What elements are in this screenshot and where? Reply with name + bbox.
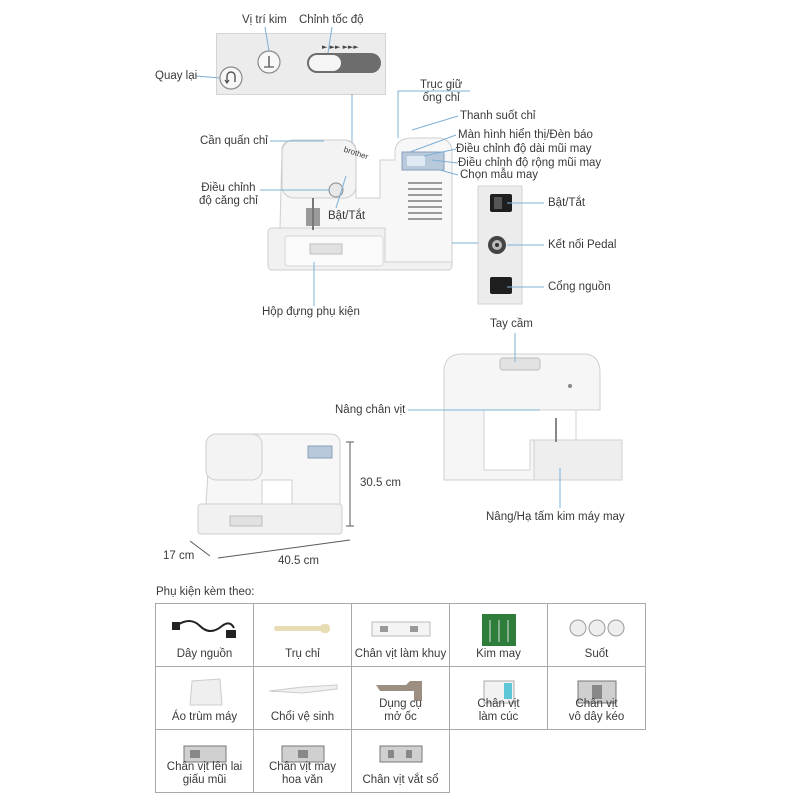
satin-foot-icon [268, 738, 338, 775]
bobbin-icon [562, 612, 632, 649]
accessory-label: Áo trùm máy [171, 711, 238, 723]
display-label: Màn hình hiển thị/Đèn báo [458, 129, 593, 141]
speed-control-label: Chỉnh tốc độ [299, 14, 364, 26]
power-port-label: Cổng nguồn [548, 281, 611, 293]
machine-leaders [260, 90, 544, 306]
accessory-item: Dụng cụ mở ốc [351, 666, 450, 730]
accessory-label: Kim may [476, 648, 521, 660]
needle-position-label: Vị trí kim [242, 14, 287, 26]
accessory-label: Chân vịt lên lai giấu mũi [166, 761, 243, 786]
sewing-machine-rear [443, 353, 623, 481]
accessory-label: Dụng cụ mở ốc [379, 698, 422, 723]
sewing-machine-dimension [197, 433, 343, 535]
accessory-label: Chân vịt vắt sổ [362, 774, 439, 786]
accessory-label: Dây nguồn [176, 648, 233, 660]
dimension-lines [189, 441, 354, 559]
thread-guide-label: Thanh suốt chỉ [460, 110, 536, 122]
handle-label: Tay cầm [490, 318, 533, 330]
stitch-width-label: Điều chỉnh độ rộng mũi may [458, 157, 602, 169]
bobbin-winder-label: Cần quấn chỉ [200, 135, 268, 147]
blind-hem-foot-icon [170, 738, 240, 775]
width-dimension: 40.5 cm [278, 555, 319, 567]
accessory-label: Trụ chỉ [285, 648, 320, 660]
accessory-item: Chổi vệ sinh [253, 666, 352, 730]
svg-text:► ►► ►►►: ► ►► ►►► [322, 43, 359, 51]
accessory-label: Chân vịt may hoa văn [268, 761, 337, 786]
spool-pin-label: Trục giữ ống chỉ [420, 79, 463, 104]
accessory-item: Chân vịt lên lai giấu mũi [155, 729, 254, 793]
button-foot-icon [464, 675, 534, 712]
pattern-select-label: Chọn mẫu may [460, 169, 538, 181]
speed-slider[interactable]: ► ►► ►►► [307, 43, 381, 73]
needle-pack-icon [464, 612, 534, 653]
sewing-machine-front [267, 137, 453, 271]
accessory-label: Chân vịt làm cúc [477, 698, 520, 723]
height-dimension: 30.5 cm [360, 477, 401, 489]
side-panel [477, 185, 523, 305]
accessory-item: Chân vịt làm cúc [449, 666, 548, 730]
needle-position-button[interactable] [257, 50, 281, 74]
reverse-button[interactable] [219, 66, 243, 90]
accessory-item: Chân vịt làm khuy [351, 603, 450, 667]
accessory-label: Chân vịt vô dây kéo [568, 698, 625, 723]
screwdriver-icon [366, 675, 436, 712]
power-cord-icon [170, 612, 240, 649]
accessory-item: Chân vịt may hoa văn [253, 729, 352, 793]
pedal-label: Kết nối Pedal [548, 239, 617, 251]
dust-cover-icon [170, 675, 240, 714]
reverse-label: Quay lại [155, 70, 198, 82]
stitch-length-label: Điều chỉnh độ dài mũi may [456, 143, 592, 155]
accessory-item: Kim may [449, 603, 548, 667]
accessories-title: Phụ kiện kèm theo: [156, 586, 255, 598]
accessory-item: Dây nguồn [155, 603, 254, 667]
cleaning-brush-icon [263, 675, 343, 712]
feed-lower-label: Nâng/Hạ tấm kim máy may [486, 511, 625, 523]
tension-label: Điều chỉnh độ căng chỉ [199, 182, 258, 207]
accessory-label: Suốt [584, 648, 609, 660]
zipper-foot-icon [562, 675, 632, 712]
accessory-item: Chân vịt vắt sổ [351, 729, 450, 793]
rear-leaders [408, 333, 561, 508]
accessory-label: Chổi vệ sinh [270, 711, 335, 723]
accessory-item: Trụ chỉ [253, 603, 352, 667]
depth-dimension: 17 cm [163, 550, 195, 562]
accessory-item: Chân vịt vô dây kéo [547, 666, 646, 730]
accessory-item: Suốt [547, 603, 646, 667]
side-power-label: Bật/Tắt [548, 197, 586, 209]
front-power-label: Bật/Tắt [328, 210, 366, 222]
overcast-foot-icon [366, 738, 436, 775]
presser-lift-label: Nâng chân vịt [335, 404, 406, 416]
spool-pin-icon [268, 612, 338, 649]
accessory-box-label: Hộp đựng phụ kiện [262, 306, 360, 318]
buttonhole-foot-icon [366, 612, 436, 649]
accessory-label: Chân vịt làm khuy [354, 648, 447, 660]
accessory-item: Áo trùm máy [155, 666, 254, 730]
